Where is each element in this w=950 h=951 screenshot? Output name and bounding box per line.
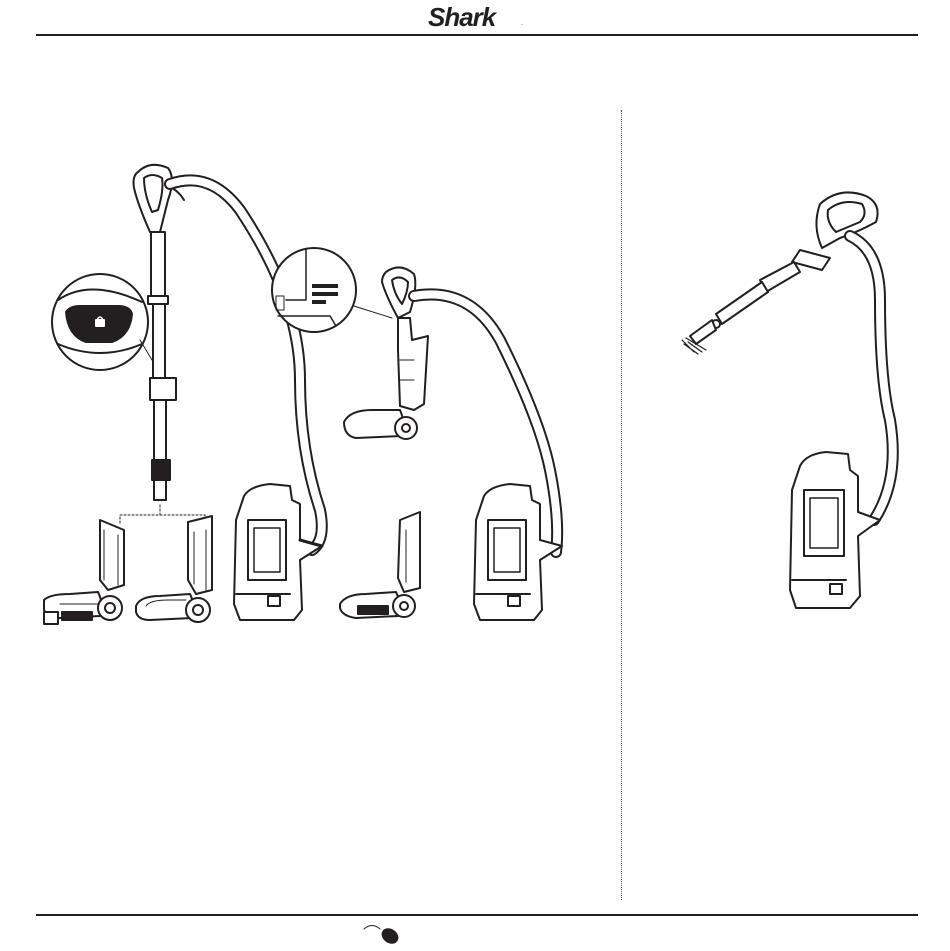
lock-button-detail (52, 274, 152, 370)
vacuum-lift-away-mode (272, 248, 562, 620)
wall-clip-detail (272, 248, 392, 332)
mouse-icon (364, 925, 401, 947)
vacuum-above-floor-mode (682, 192, 893, 608)
vacuum-upright-assembled (44, 165, 322, 624)
